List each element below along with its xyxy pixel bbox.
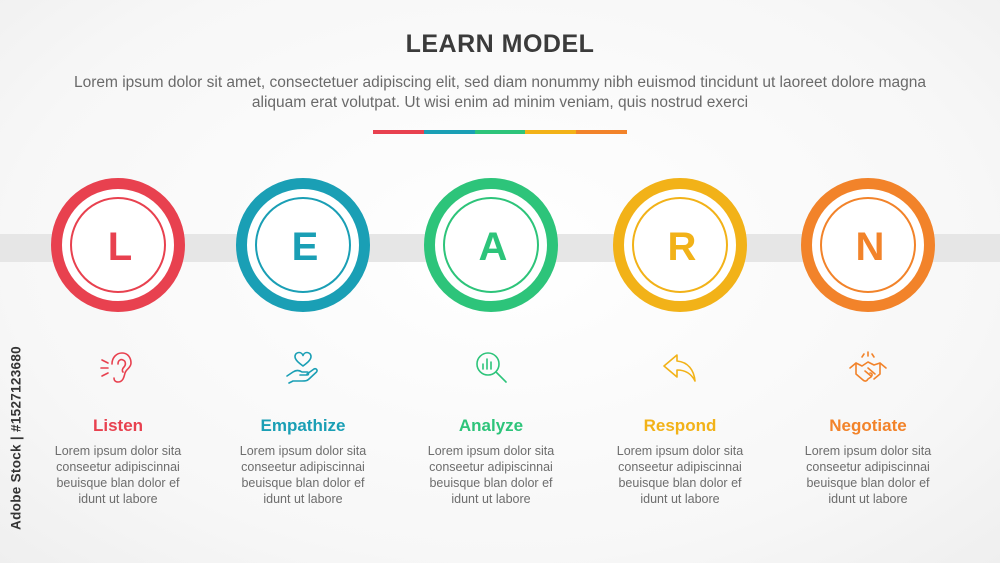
reply-arrow-icon <box>660 348 700 388</box>
step-ring: A <box>424 178 558 312</box>
step-description: Lorem ipsum dolor sita conseetur adipisc… <box>590 443 770 507</box>
step-title: Negotiate <box>829 416 907 435</box>
accent-divider <box>373 130 627 134</box>
accent-segment <box>474 130 526 134</box>
ear-icon <box>98 348 138 388</box>
heart-hand-icon <box>283 348 323 388</box>
step-description-line: idunt ut labore <box>640 492 720 506</box>
step-description-line: idunt ut labore <box>78 492 158 506</box>
step-title: Listen <box>92 416 144 435</box>
step-letter: R <box>667 225 697 269</box>
step-description-line: conseetur adipiscinnai <box>241 460 365 474</box>
step-description: Lorem ipsum dolor sita conseetur adipisc… <box>213 443 393 507</box>
step-respond: R Respond Lorem ipsum dolor sita conseet… <box>586 0 774 563</box>
step-title: Analyze <box>458 416 524 435</box>
step-negotiate: N Negotiate Lorem ipsum dolor sita conse… <box>774 0 962 563</box>
step-letter: N <box>855 225 885 269</box>
step-inner-circle: A <box>443 197 539 293</box>
step-inner-circle: R <box>632 197 728 293</box>
step-description-line: beuisque blan dolor ef <box>241 476 365 490</box>
step-description-line: Lorem ipsum dolor sita <box>616 444 744 458</box>
accent-segment <box>423 130 475 134</box>
accent-segment <box>525 130 577 134</box>
step-letter: L <box>107 225 133 269</box>
step-description-line: conseetur adipiscinnai <box>429 460 553 474</box>
step-ring: N <box>801 178 935 312</box>
step-description: Lorem ipsum dolor sita conseetur adipisc… <box>778 443 958 507</box>
step-description-line: Lorem ipsum dolor sita <box>54 444 182 458</box>
step-description-line: Lorem ipsum dolor sita <box>239 444 367 458</box>
step-description-line: Lorem ipsum dolor sita <box>804 444 932 458</box>
step-description-line: conseetur adipiscinnai <box>56 460 180 474</box>
step-description-line: beuisque blan dolor ef <box>806 476 930 490</box>
handshake-icon <box>848 348 888 388</box>
step-analyze: A Analyze Lorem ipsum dolor sita conseet… <box>397 0 585 563</box>
stock-watermark-text: Adobe Stock | #1527123680 <box>8 346 24 530</box>
step-description-line: beuisque blan dolor ef <box>56 476 180 490</box>
step-letter: A <box>478 225 508 269</box>
step-ring: R <box>613 178 747 312</box>
page-title: LEARN MODEL <box>405 30 595 58</box>
step-description-line: Lorem ipsum dolor sita <box>427 444 555 458</box>
step-description-line: idunt ut labore <box>828 492 908 506</box>
step-listen: L Listen Lorem ipsum dolor sita conseetu… <box>24 0 212 563</box>
step-title: Respond <box>643 416 717 435</box>
step-empathize: E Empathize Lorem ipsum dolor sita conse… <box>209 0 397 563</box>
step-title: Empathize <box>260 416 346 435</box>
accent-segment <box>576 130 627 134</box>
magnifier-chart-icon <box>471 348 511 388</box>
step-description: Lorem ipsum dolor sita conseetur adipisc… <box>28 443 208 507</box>
step-ring: L <box>51 178 185 312</box>
stock-watermark: Adobe Stock | #1527123680 <box>6 318 26 558</box>
step-description-line: idunt ut labore <box>451 492 531 506</box>
step-description-line: beuisque blan dolor ef <box>429 476 553 490</box>
step-inner-circle: L <box>70 197 166 293</box>
step-ring: E <box>236 178 370 312</box>
step-description-line: conseetur adipiscinnai <box>806 460 930 474</box>
step-letter: E <box>291 225 319 269</box>
page-subtitle: Lorem ipsum dolor sit amet, consectetuer… <box>73 74 927 111</box>
step-description-line: beuisque blan dolor ef <box>618 476 742 490</box>
step-description-line: conseetur adipiscinnai <box>618 460 742 474</box>
step-description: Lorem ipsum dolor sita conseetur adipisc… <box>401 443 581 507</box>
step-description-line: idunt ut labore <box>263 492 343 506</box>
step-inner-circle: E <box>255 197 351 293</box>
accent-segment <box>373 130 424 134</box>
step-inner-circle: N <box>820 197 916 293</box>
